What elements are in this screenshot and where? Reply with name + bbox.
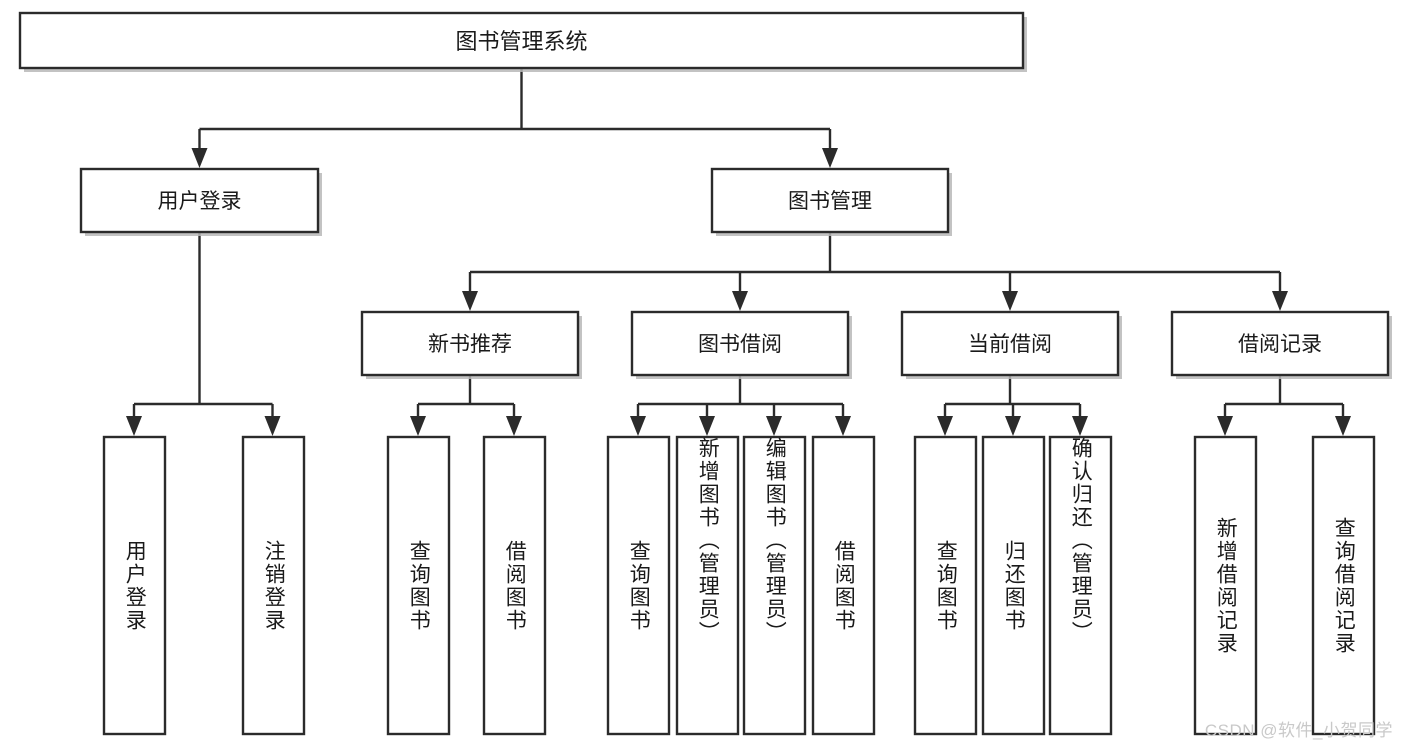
arrowhead-br-query — [1335, 416, 1351, 436]
leaf-cb-query-book[interactable] — [913, 435, 978, 736]
leaf-cb-return-book[interactable] — [981, 435, 1046, 736]
leaf-bb-add-book[interactable] — [675, 435, 740, 736]
arrowhead-cb-query — [937, 416, 953, 436]
leaf-br-query-record[interactable] — [1311, 435, 1376, 736]
leaf-cb-confirm-rect — [1048, 435, 1113, 736]
node-book-borrow-label: 图书借阅 — [698, 333, 782, 356]
leaf-bb-edit-rect — [742, 435, 807, 736]
arrowhead-bb-borrow — [835, 416, 851, 436]
arrowhead-leaf-user-login — [126, 416, 142, 436]
node-borrow-record[interactable]: 借阅记录 — [1170, 310, 1392, 379]
leaf-newbook-query-book[interactable] — [386, 435, 451, 736]
node-book-borrow-rect — [630, 310, 850, 377]
arrowhead-br-add — [1217, 416, 1233, 436]
connector-bookmanage-to-level3 — [462, 232, 1288, 311]
leaf-br-add-rect — [1193, 435, 1258, 736]
arrowhead-current-borrow — [1002, 291, 1018, 311]
node-current-borrow[interactable]: 当前借阅 — [900, 310, 1122, 379]
csdn-watermark: CSDN @软件_小贺同学 — [1204, 721, 1393, 740]
node-user-login-rect — [79, 167, 320, 234]
leaf-bb-add-rect — [675, 435, 740, 736]
leaf-user-login-rect — [102, 435, 167, 736]
leaf-bb-borrow-book[interactable] — [811, 435, 876, 736]
node-root-label: 图书管理系统 — [455, 29, 587, 54]
leaf-newbook-borrow-book[interactable] — [482, 435, 547, 736]
connector-currentborrow-to-leaves — [937, 375, 1088, 436]
leaf-newbook-borrow-rect — [482, 435, 547, 736]
arrowhead-bb-query — [630, 416, 646, 436]
connector-root-to-level2 — [191, 68, 838, 168]
node-new-book-label: 新书推荐 — [428, 333, 512, 356]
arrowhead-user-login — [191, 148, 208, 168]
node-root-system[interactable]: 图书管理系统 — [18, 11, 1027, 72]
leaf-newbook-query-rect — [386, 435, 451, 736]
node-book-manage-label: 图书管理 — [788, 190, 872, 213]
leaf-cb-confirm-return[interactable] — [1048, 435, 1113, 736]
node-new-book-rect — [360, 310, 580, 377]
leaf-user-login[interactable] — [102, 435, 167, 736]
node-current-borrow-label: 当前借阅 — [968, 333, 1052, 356]
leaf-bb-edit-book[interactable] — [742, 435, 807, 736]
arrowhead-leaf-logout — [264, 416, 281, 436]
leaf-logout[interactable] — [241, 435, 306, 736]
node-user-login[interactable]: 用户登录 — [79, 167, 322, 236]
leaf-bb-borrow-rect — [811, 435, 876, 736]
arrowhead-borrow-record — [1272, 291, 1288, 311]
arrowhead-cb-confirm — [1072, 416, 1088, 436]
arrowhead-cb-return — [1005, 416, 1021, 436]
leaf-br-add-record[interactable] — [1193, 435, 1258, 736]
leaf-logout-rect — [241, 435, 306, 736]
arrowhead-bb-add — [699, 416, 715, 436]
node-current-borrow-rect — [900, 310, 1120, 377]
leaf-cb-query-rect — [913, 435, 978, 736]
node-borrow-record-label: 借阅记录 — [1238, 333, 1322, 356]
leaf-br-query-rect — [1311, 435, 1376, 736]
connector-newbook-to-leaves — [410, 375, 522, 436]
arrowhead-newbook-query — [410, 416, 426, 436]
leaf-cb-return-rect — [981, 435, 1046, 736]
node-book-borrow[interactable]: 图书借阅 — [630, 310, 852, 379]
node-new-book-recommend[interactable]: 新书推荐 — [360, 310, 582, 379]
node-borrow-record-rect — [1170, 310, 1390, 377]
leaf-bb-query-rect — [606, 435, 671, 736]
node-book-manage[interactable]: 图书管理 — [710, 167, 952, 236]
leaf-bb-query-book[interactable] — [606, 435, 671, 736]
arrowhead-book-manage — [822, 148, 838, 168]
arrowhead-bb-edit — [766, 416, 782, 436]
node-root-rect — [18, 11, 1025, 70]
node-user-login-label: 用户登录 — [158, 190, 242, 213]
connector-bookborrow-to-leaves — [630, 375, 851, 436]
connector-borrowrecord-to-leaves — [1217, 375, 1351, 436]
arrowhead-book-borrow — [732, 291, 748, 311]
arrowhead-new-book — [462, 291, 478, 311]
connector-userlogin-to-leaves — [126, 232, 281, 436]
arrowhead-newbook-borrow — [506, 416, 522, 436]
node-book-manage-rect — [710, 167, 950, 234]
